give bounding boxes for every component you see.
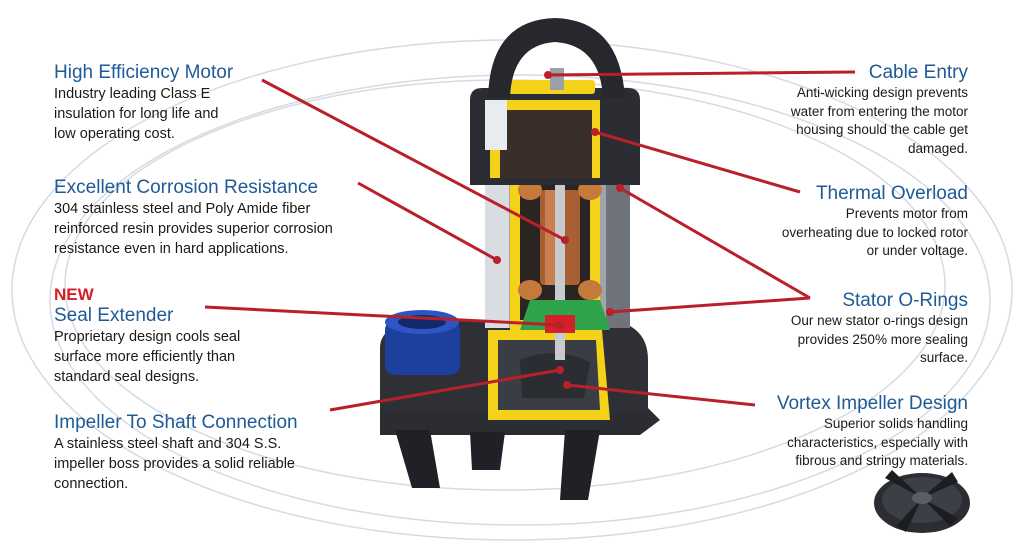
leader-line-thermal [594,130,801,194]
callout-title: Cable Entry [868,62,968,83]
callout-title: Thermal Overload [815,183,968,204]
new-badge: NEW [54,285,94,304]
leader-lines [204,70,856,412]
callout-title: Excellent Corrosion Resistance [54,177,319,198]
callout-title: High Efficiency Motor [54,62,234,83]
callout-stator-o-rings: Stator O-Rings Our new stator o-rings de… [738,290,968,368]
leader-line-motor [261,78,566,242]
callout-line: provides 250% more sealing [797,331,968,347]
carry-handle [488,18,625,98]
callout-seal-extender: NEW Seal Extender Proprietary design coo… [54,285,294,387]
callout-line: 304 stainless steel and Poly Amide fiber [54,201,311,217]
leader-line-cable [547,70,856,77]
callout-line: insulation for long life and [54,106,219,122]
callout-line: water from entering the motor [790,103,968,119]
leader-line-stator-top [619,186,811,300]
callout-impeller-shaft-connection: Impeller To Shaft Connection A stainless… [54,412,354,494]
callout-line: Prevents motor from [845,206,968,221]
callout-line: surface. [919,350,968,365]
leader-line-impeller-shaft [329,368,561,412]
callout-line: connection. [54,476,129,492]
callout-cable-entry: Cable Entry Anti-wicking design prevents… [738,62,968,158]
callout-line: fibrous and stringy materials. [795,453,968,468]
leader-dots [493,71,624,389]
leader-line-stator-bottom [609,296,811,314]
callout-line: damaged. [907,140,968,156]
callout-vortex-impeller-design: Vortex Impeller Design Superior solids h… [728,393,968,471]
leader-line-seal [204,305,561,327]
callout-title: Stator O-Rings [842,290,968,311]
callout-line: Proprietary design cools seal [54,329,241,345]
callout-line: Our new stator o-rings design [790,313,968,328]
callout-corrosion-resistance: Excellent Corrosion Resistance 304 stain… [54,177,394,259]
leader-line-vortex [566,383,756,407]
vortex-impeller-icon [874,470,970,533]
callout-line: Industry leading Class E [54,86,211,102]
callout-line: housing should the cable get [796,122,968,137]
callout-line: A stainless steel shaft and 304 S.S. [54,436,282,452]
callout-line: standard seal designs. [54,369,200,385]
callout-title: Vortex Impeller Design [776,393,968,414]
callout-title: Impeller To Shaft Connection [54,412,298,433]
callout-line: Superior solids handling [823,416,968,431]
callout-high-efficiency-motor: High Efficiency Motor Industry leading C… [54,62,274,144]
callout-line: reinforced resin provides superior corro… [54,221,333,237]
callout-line: Anti-wicking design prevents [796,85,968,100]
callout-line: resistance even in hard applications. [54,241,289,257]
callout-line: or under voltage. [866,243,968,258]
callout-thermal-overload: Thermal Overload Prevents motor from ove… [728,183,968,261]
callout-line: surface more efficiently than [54,349,236,365]
callout-line: low operating cost. [54,126,175,142]
leader-line-corrosion [357,181,498,262]
callout-line: impeller boss provides a solid reliable [54,456,295,472]
callout-line: overheating due to locked rotor [781,224,968,240]
callout-title: Seal Extender [54,305,174,326]
callout-line: characteristics, especially with [787,434,968,450]
motor-cap [470,68,640,185]
